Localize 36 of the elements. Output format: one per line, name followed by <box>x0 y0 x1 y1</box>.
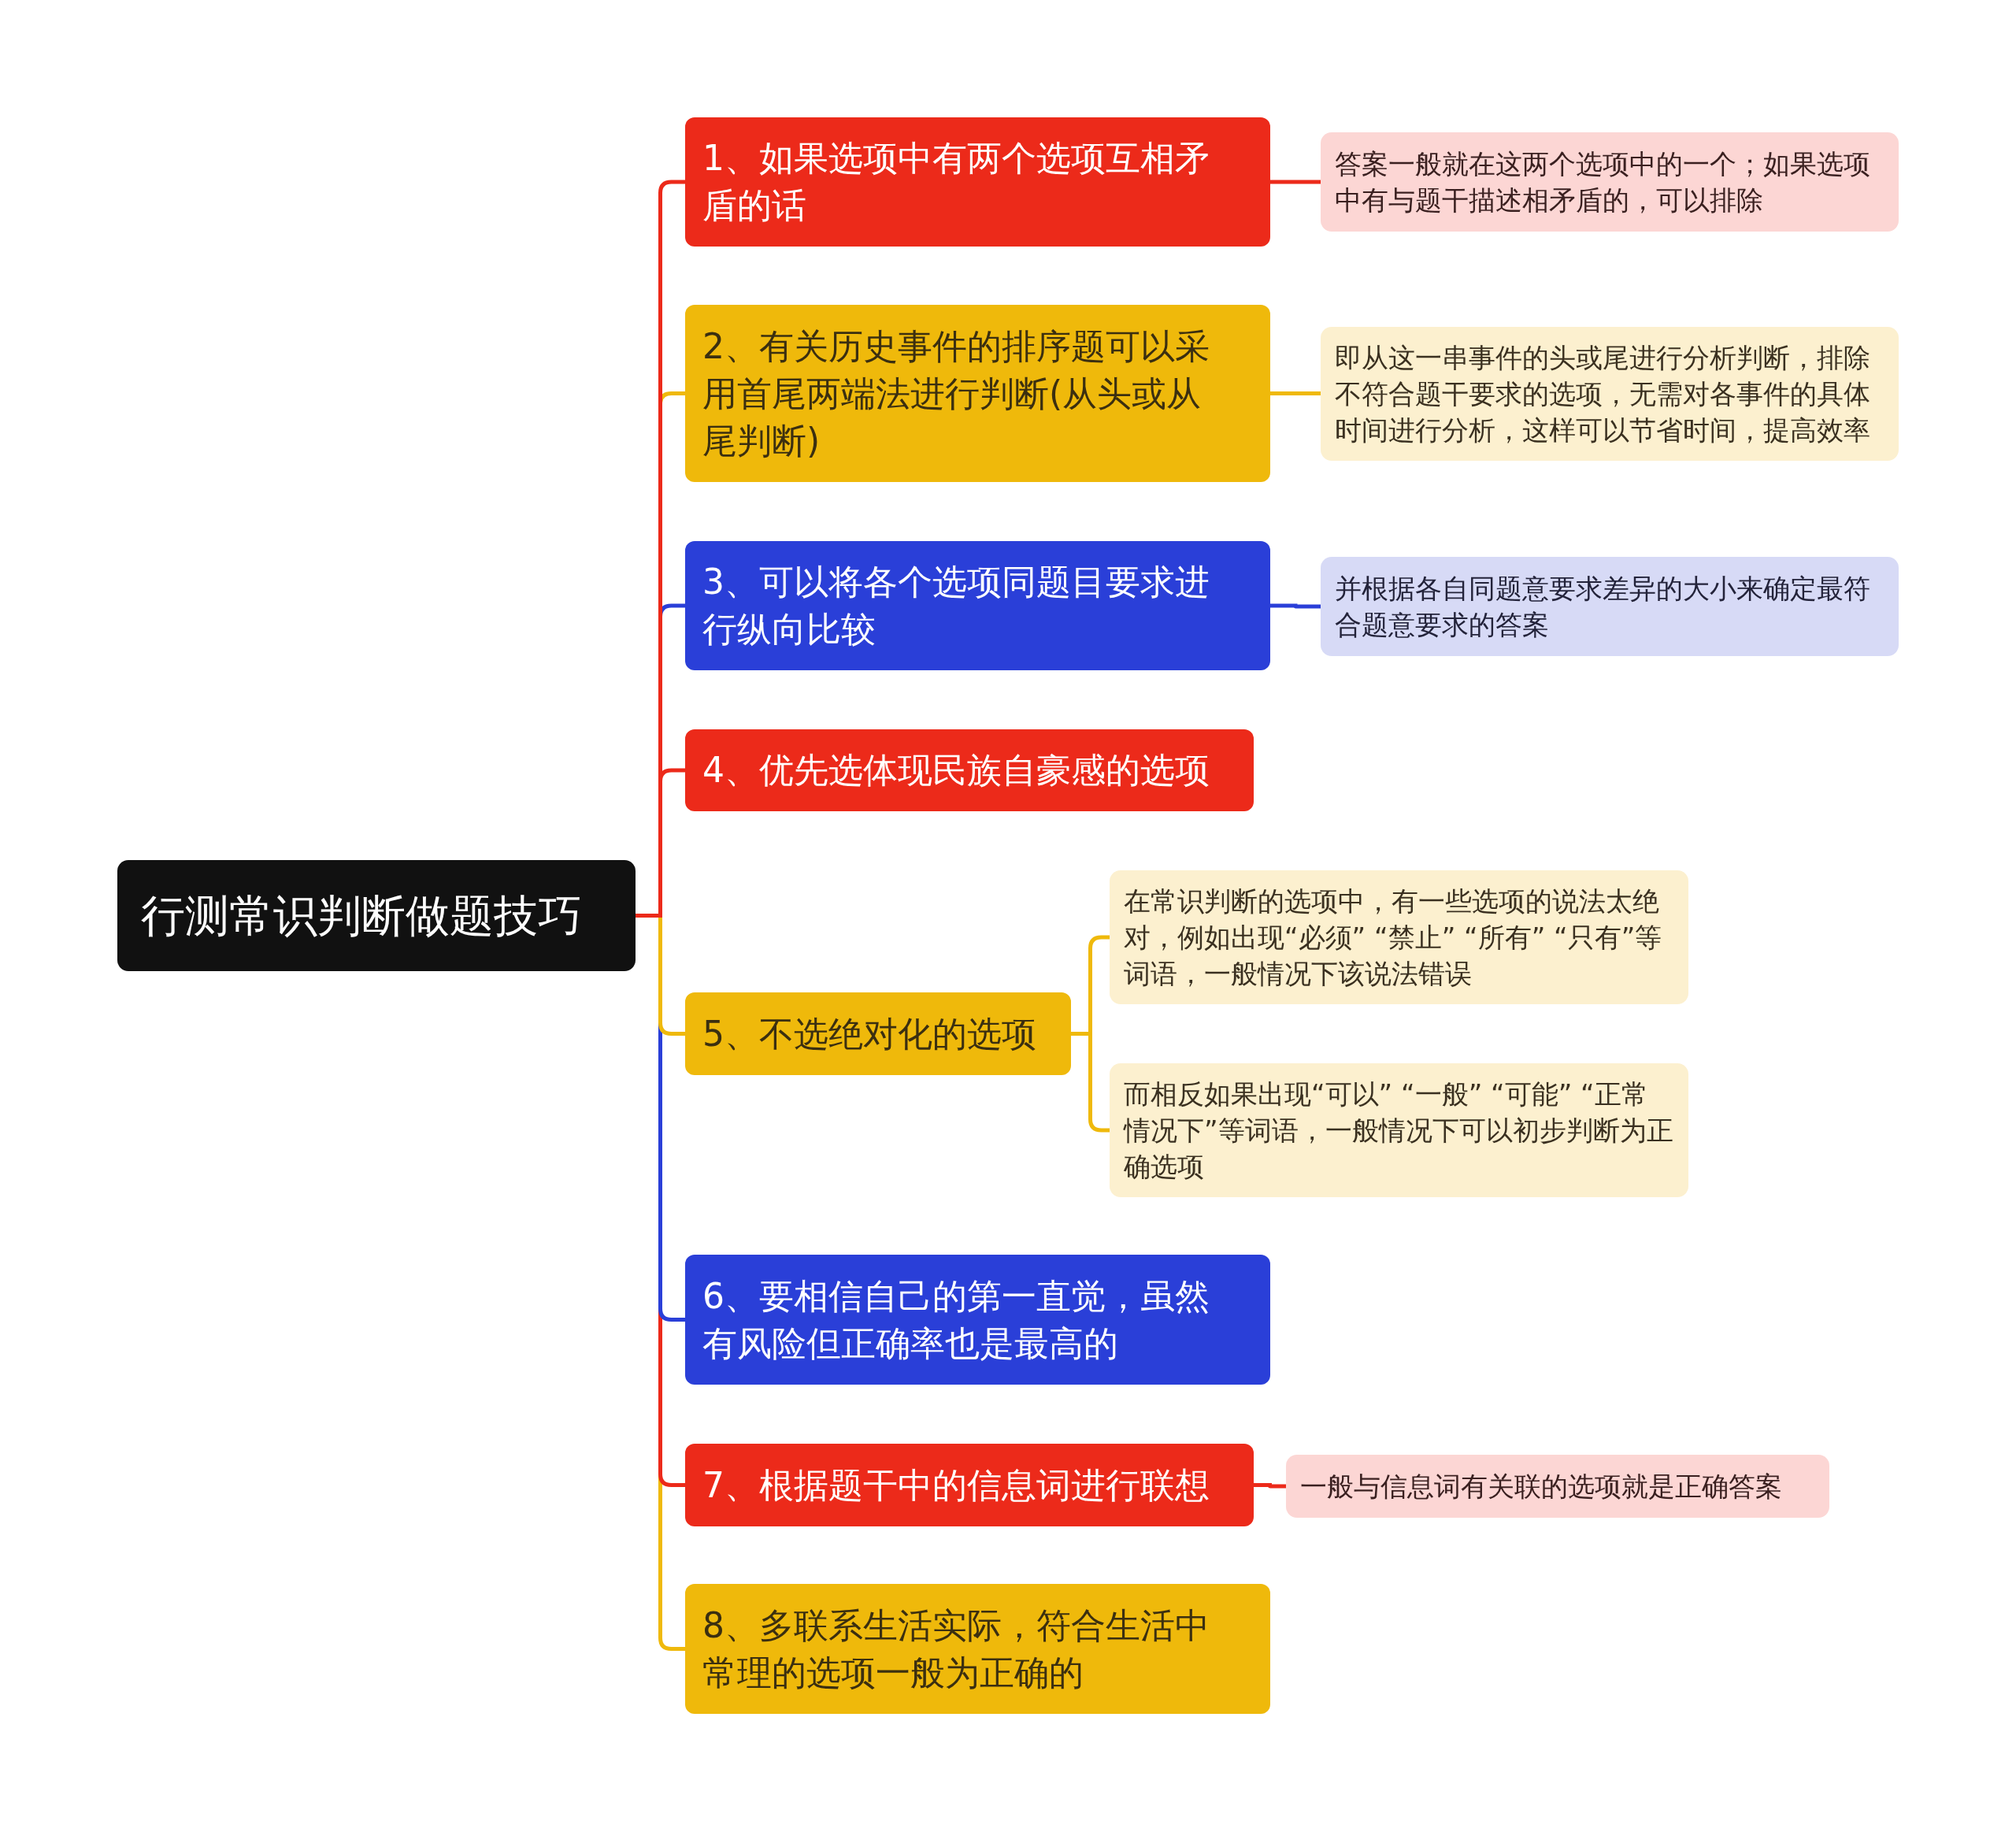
connector-line <box>1071 935 1110 1036</box>
note-text: 答案一般就在这两个选项中的一个；如果选项中有与题干描述相矛盾的，可以排除 <box>1335 147 1871 217</box>
connector-line <box>1270 180 1321 184</box>
note-text: 一般与信息词有关联的选项就是正确答案 <box>1300 1470 1783 1504</box>
note-box <box>1321 327 1899 461</box>
branch-topic-box <box>685 992 1071 1075</box>
topic-text: 6、要相信自己的第一直觉，虽然有风险但正确率也是最高的 <box>702 1274 1210 1365</box>
note-box <box>1321 557 1899 656</box>
note-box <box>1286 1455 1829 1518</box>
branch-topic-box <box>685 1584 1270 1714</box>
note-box <box>1110 1063 1688 1197</box>
connector-line <box>1254 1483 1286 1489</box>
branch-topic-box <box>685 305 1270 482</box>
note-box <box>1110 870 1688 1004</box>
root-topic-box <box>117 860 636 971</box>
branch-topic-box <box>685 1444 1254 1526</box>
note-text: 并根据各自同题意要求差异的大小来确定最符合题意要求的答案 <box>1335 572 1871 642</box>
branch-topic-box <box>685 1255 1270 1385</box>
connector-line <box>1270 603 1321 609</box>
connector-line <box>636 180 685 918</box>
topic-text: 7、根据题干中的信息词进行联想 <box>702 1463 1210 1507</box>
root-topic-text: 行测常识判断做题技巧 <box>141 888 583 943</box>
connector-line <box>1270 391 1321 395</box>
branch-topic-box <box>685 729 1254 811</box>
topic-text: 1、如果选项中有两个选项互相矛盾的话 <box>702 137 1210 227</box>
note-text: 而相反如果出现“可以” “一般” “可能” “正常情况下”等词语，一般情况下可以初步判断为正确选项 <box>1124 1077 1674 1184</box>
branch-topic-box <box>685 541 1270 670</box>
topic-text: 4、优先选体现民族自豪感的选项 <box>702 749 1210 792</box>
note-box <box>1321 132 1899 232</box>
topic-text: 2、有关历史事件的排序题可以采用首尾两端法进行判断(从头或从尾判断) <box>702 324 1210 462</box>
note-text: 即从这一串事件的头或尾进行分析判断，排除不符合题干要求的选项，无需对各事件的具体时间进行分析，这样可以节省时间，提高效率 <box>1335 341 1871 447</box>
note-text: 在常识判断的选项中，有一些选项的说法太绝对，例如出现“必须” “禁止” “所有” “只有”等词语，一般情况下该说法错误 <box>1124 884 1663 991</box>
topic-text: 5、不选绝对化的选项 <box>702 1012 1037 1055</box>
branch-topic-box <box>685 117 1270 247</box>
topic-text: 3、可以将各个选项同题目要求进行纵向比较 <box>702 561 1210 651</box>
topic-text: 8、多联系生活实际，符合生活中常理的选项一般为正确的 <box>702 1604 1210 1694</box>
